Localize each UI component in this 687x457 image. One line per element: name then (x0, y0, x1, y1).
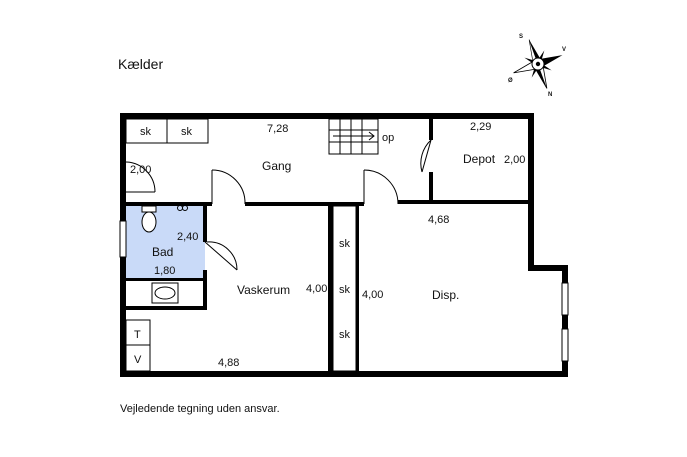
room-label-depot: Depot (463, 152, 496, 166)
dim-vask-width: 4,88 (218, 357, 239, 369)
compass-label-v: V (562, 47, 566, 53)
dim-disp-width: 4,68 (428, 214, 449, 226)
stair-label-op: op (382, 132, 394, 144)
compass-label-oe: Ø (508, 78, 513, 84)
staircase (328, 118, 379, 155)
dim-bad-width: 1,80 (154, 265, 175, 277)
bathroom-fill (126, 206, 205, 280)
windows (119, 220, 569, 362)
shower-icon (177, 205, 188, 211)
dim-disp-depth: 4,00 (362, 289, 383, 301)
fixture-label-t: T (134, 329, 141, 341)
interior-walls (126, 119, 528, 377)
fixture-label-sk: sk (140, 126, 152, 138)
fixture-label-sk: sk (339, 238, 351, 250)
room-label-gang: Gang (262, 159, 291, 173)
compass-label-n: N (548, 92, 552, 98)
fixture-label-sk: sk (181, 126, 193, 138)
fixture-label-v: V (134, 354, 142, 366)
dim-depot-width: 2,29 (470, 121, 491, 133)
room-label-bad: Bad (152, 245, 173, 259)
fixture-label-sk: sk (339, 284, 351, 296)
doors (125, 139, 432, 271)
fixture-label-sk: sk (339, 329, 351, 341)
cabinets (125, 118, 357, 372)
toilet-icon (141, 205, 157, 233)
room-label-disp: Disp. (432, 288, 459, 302)
dim-depot-depth: 2,00 (504, 154, 525, 166)
dim-corner: 2,00 (130, 164, 151, 176)
compass-label-s: S (519, 34, 523, 40)
disclaimer-text: Vejledende tegning uden ansvar. (120, 403, 280, 415)
floor-title: Kælder (118, 56, 163, 72)
dim-vask-depth: 4,00 (306, 283, 327, 295)
sink-icon (151, 282, 179, 304)
room-label-vaskerum: Vaskerum (237, 283, 290, 297)
dim-bad-depth: 2,40 (177, 231, 198, 243)
compass-rose: S V Ø N (508, 34, 566, 98)
dim-gang-width: 7,28 (267, 123, 288, 135)
